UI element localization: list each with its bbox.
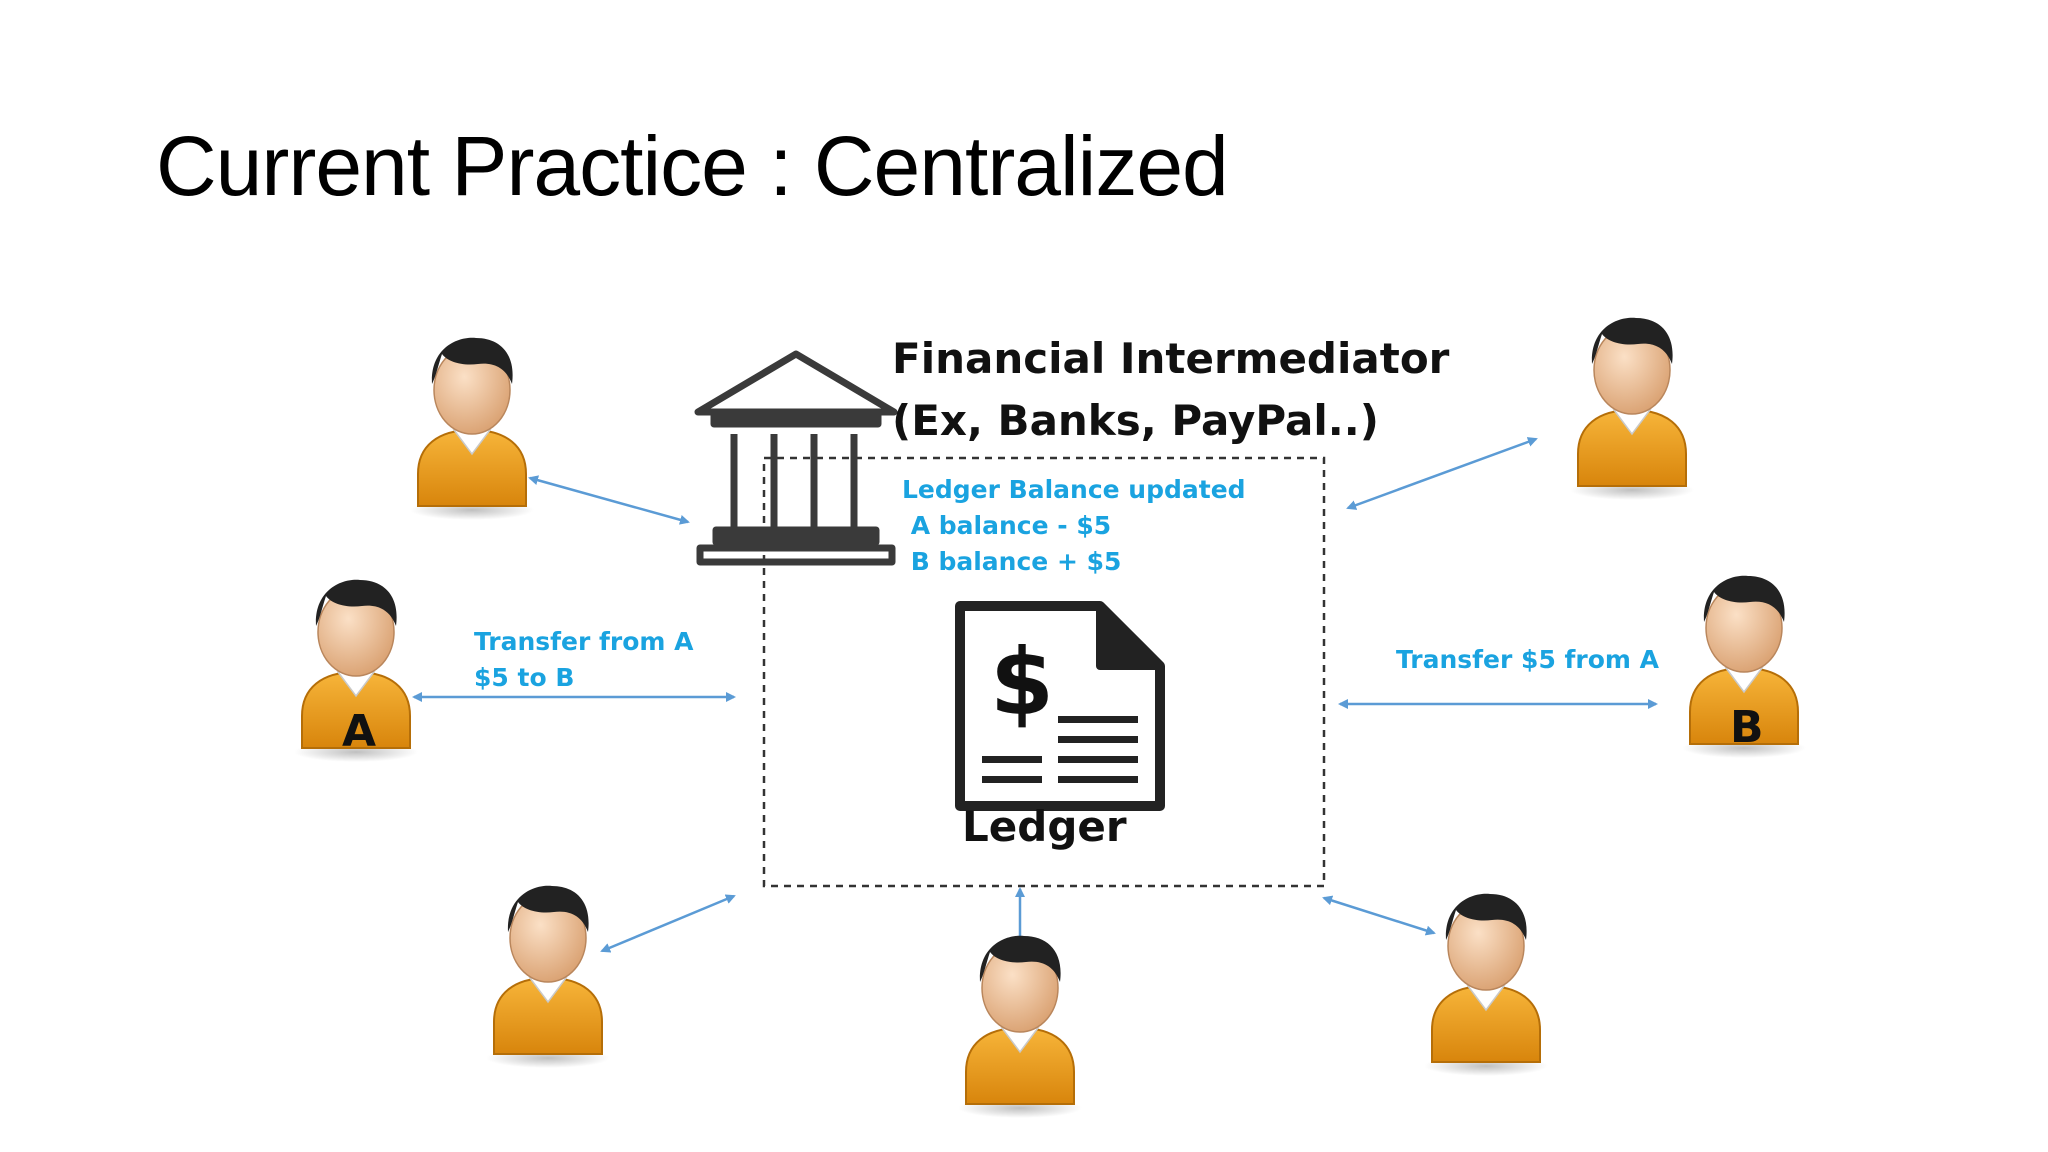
transfer-a-line1: Transfer from A [474,627,694,656]
ledger-label: Ledger [962,802,1127,851]
intermediary-label-line2: (Ex, Banks, PayPal..) [892,396,1379,445]
person-top-right [1569,316,1695,501]
transfer-b-line1: Transfer $5 from A [1396,645,1660,674]
transfer-a-line2: $5 to B [474,663,575,692]
person-bottom-right [1423,892,1549,1077]
ledger-dashed-box [762,456,1326,888]
person-bottom-center [957,934,1083,1119]
arrow-person-top-right [1346,437,1538,510]
intermediary-label: Financial Intermediator (Ex, Banks, PayP… [892,328,1449,452]
ledger-update-text: Ledger Balance updated A balance - $5 B … [902,472,1246,580]
person-b-label: B [1730,702,1764,753]
slide-title: Current Practice : Centralized [156,119,1229,213]
ledger-document-icon: $ [955,601,1165,811]
person-a: A [293,578,419,763]
person-top-left [409,336,535,521]
intermediary-label-line1: Financial Intermediator [892,334,1450,383]
ledger-update-line3: B balance + $5 [902,547,1122,576]
transfer-a-text: Transfer from A $5 to B [474,624,694,696]
transfer-b-text: Transfer $5 from A [1396,642,1659,678]
ledger-update-line1: Ledger Balance updated [902,475,1246,504]
ledger-update-line2: A balance - $5 [902,511,1112,540]
person-a-label: A [342,706,376,757]
arrow-person-bottom-left [600,894,736,953]
arrow-person-bottom-right [1322,895,1436,936]
arrow-person-top-left [528,475,690,525]
person-b: B [1681,574,1807,759]
bank-icon [694,350,898,566]
person-bottom-left [485,884,611,1069]
ledger-dollar-symbol: $ [990,629,1054,736]
